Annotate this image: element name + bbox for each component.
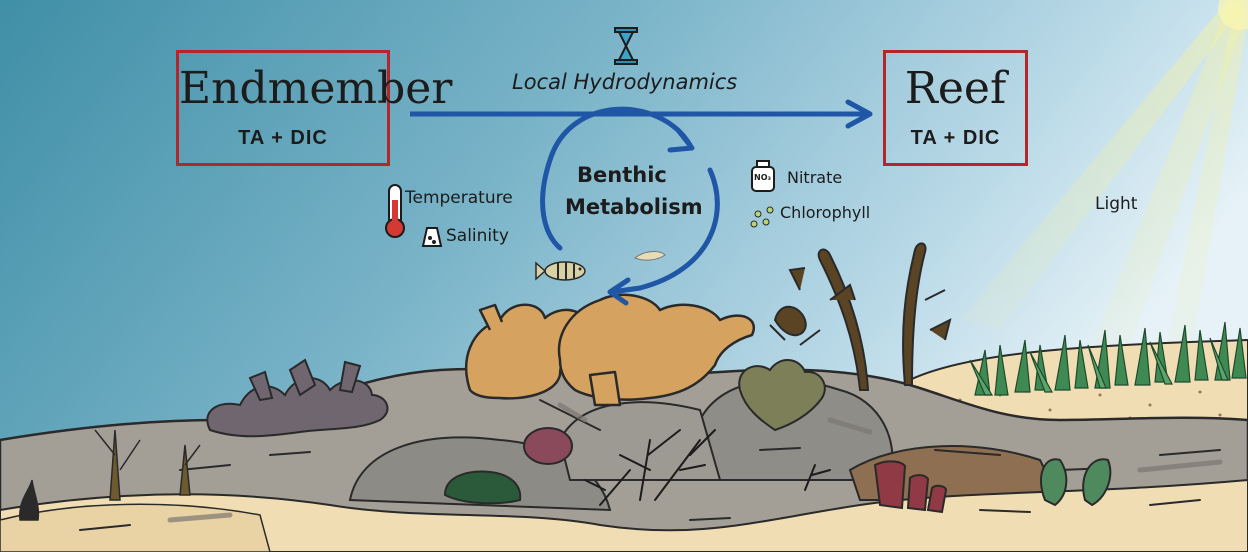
metabolism-label: Metabolism <box>565 195 703 219</box>
salinity-label: Salinity <box>446 226 509 246</box>
reef-subtitle: TA + DIC <box>886 127 1025 150</box>
endmember-subtitle: TA + DIC <box>179 127 387 150</box>
nitrate-label: Nitrate <box>787 168 842 187</box>
reef-box: Reef TA + DIC <box>883 50 1028 166</box>
benthic-label: Benthic <box>577 163 667 187</box>
salinity-icon <box>423 228 441 246</box>
nitrate-icon-text: NO₃ <box>754 173 771 182</box>
thermometer-icon <box>386 185 404 237</box>
endmember-box: Endmember TA + DIC <box>176 50 390 166</box>
hydrodynamics-label: Local Hydrodynamics <box>512 70 737 94</box>
chlorophyll-label: Chlorophyll <box>780 203 870 222</box>
reef-title: Reef <box>886 63 1025 114</box>
temperature-label: Temperature <box>405 188 513 208</box>
light-label: Light <box>1095 194 1137 214</box>
endmember-title: Endmember <box>179 63 387 114</box>
round-coral <box>524 428 572 464</box>
